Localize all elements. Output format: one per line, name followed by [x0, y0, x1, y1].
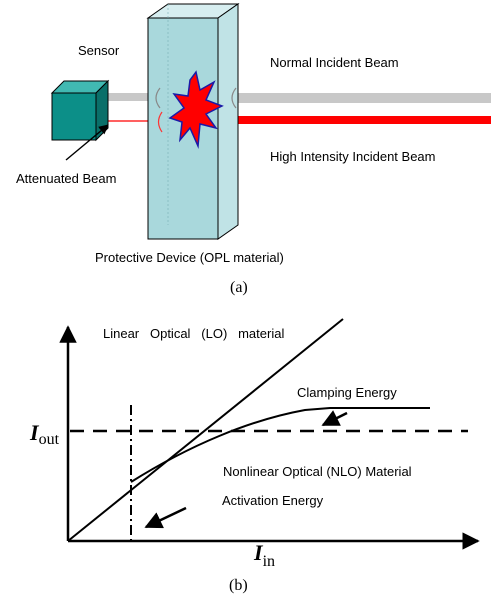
device-label: Protective Device (OPL material)	[95, 250, 284, 265]
high-intensity-beam	[185, 116, 491, 124]
ripple-arc	[155, 87, 161, 109]
sensor-cube-icon	[50, 79, 110, 142]
caption-b: (b)	[229, 577, 248, 594]
iin-label: Iin	[253, 540, 275, 570]
normal-beam-label: Normal Incident Beam	[270, 55, 399, 70]
burst-icon	[168, 70, 224, 149]
panel-b: Linear Optical (LO) material Clamping En…	[29, 318, 480, 594]
iout-label: Iout	[29, 420, 60, 448]
sensor-label: Sensor	[78, 43, 120, 58]
activation-energy-label: Activation Energy	[222, 493, 324, 508]
lo-material-label: Linear Optical (LO) material	[103, 326, 284, 341]
ripple-arc	[157, 111, 163, 133]
clamping-energy-label: Clamping Energy	[297, 385, 397, 400]
panel-a: Sensor Attenuated Beam Normal Incident B…	[16, 3, 491, 296]
nlo-material-label: Nonlinear Optical (NLO) Material	[223, 464, 412, 479]
clamping-arrow	[321, 410, 348, 427]
attenuated-beam-label: Attenuated Beam	[16, 171, 116, 186]
attenuated-arrow	[65, 124, 109, 161]
iin-sub: in	[263, 553, 275, 570]
lo-line	[67, 318, 344, 542]
iout-sub: out	[39, 431, 60, 448]
caption-a: (a)	[230, 279, 248, 296]
iout-main: I	[29, 420, 40, 445]
activation-arrow	[144, 506, 187, 529]
iin-main: I	[253, 540, 264, 565]
normal-beam-left	[100, 93, 155, 101]
high-beam-label: High Intensity Incident Beam	[270, 149, 435, 164]
ripple-arc	[231, 87, 237, 109]
normal-beam-right	[218, 93, 491, 103]
